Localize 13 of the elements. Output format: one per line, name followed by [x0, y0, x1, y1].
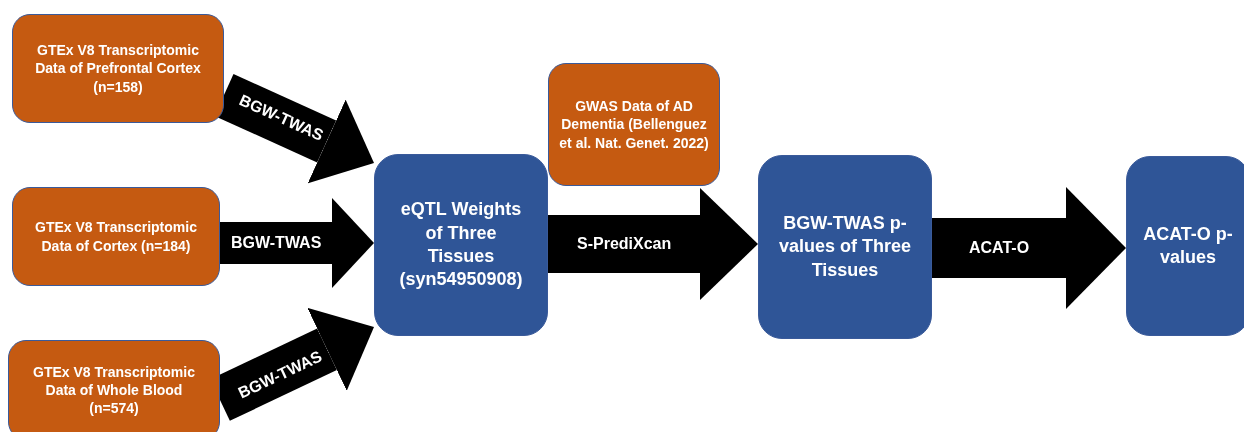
edge-label: S-PrediXcan — [577, 235, 672, 253]
block-arrow — [220, 198, 374, 288]
process-box: ACAT-O p-values — [1126, 156, 1244, 336]
data-box: GTEx V8 Transcriptomic Data of Prefrontal Cortex (n=158) — [12, 14, 224, 123]
data-box: GWAS Data of AD Dementia (Bellenguez et al. Nat. Genet. 2022) — [548, 63, 720, 186]
edge-label: ACAT-O — [969, 239, 1030, 257]
data-box: GTEx V8 Transcriptomic Data of Cortex (n=184) — [12, 187, 220, 286]
data-box: GTEx V8 Transcriptomic Data of Whole Blood (n=574) — [8, 340, 220, 432]
block-arrow — [548, 188, 758, 300]
edge-label: BGW-TWAS — [231, 234, 322, 252]
process-box: BGW-TWAS p-values of Three Tissues — [758, 155, 932, 339]
block-arrow — [932, 187, 1126, 309]
process-box: eQTL Weights of Three Tissues (syn54950908) — [374, 154, 548, 336]
